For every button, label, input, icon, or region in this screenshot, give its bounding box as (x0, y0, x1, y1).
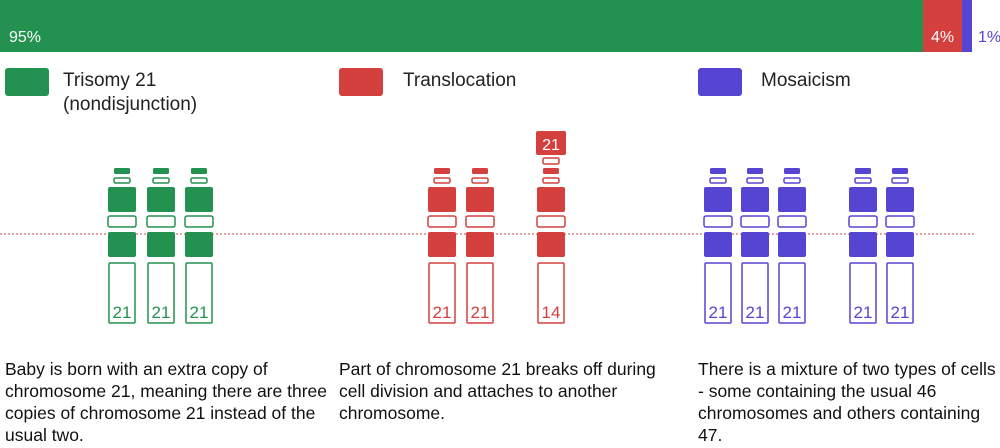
translocation-bar (923, 0, 962, 52)
trisomy-legend-label: Trisomy 21 (nondisjunction) (63, 69, 197, 117)
trisomy-chromosome-1-cap-band (113, 177, 131, 184)
mosaicism-chromosome-1-cap-band (709, 177, 727, 184)
translocation-chromosome-3-block-lower (537, 232, 565, 257)
mosaicism-chromosome-5-arm (886, 262, 914, 324)
translocation-chromosome-1-cap-band (433, 177, 451, 184)
trisomy-bar (0, 0, 923, 52)
translocation-chromosome-3-block-upper (537, 187, 565, 212)
trisomy-chromosome-3-number-label: 21 (190, 303, 209, 322)
translocation-legend-swatch (339, 68, 383, 96)
trisomy-chromosome-2-block-upper (147, 187, 175, 212)
translocation-attached-piece (536, 131, 566, 155)
trisomy-chromosome-1-block-upper (108, 187, 136, 212)
trisomy-chromosome-2-cap-band (152, 177, 170, 184)
translocation-chromosome-2-block-upper (466, 187, 494, 212)
mosaicism-chromosome-2-block-lower (741, 232, 769, 257)
mosaicism-percent-label: 1% (978, 29, 1000, 46)
translocation-chromosome-1-arm (428, 262, 456, 324)
trisomy-chromosome-3-block-upper (185, 187, 213, 212)
trisomy-chromosome-2-cap (153, 168, 169, 174)
mosaicism-chromosome-4-block-lower (849, 232, 877, 257)
mosaicism-chromosome-3-cap (784, 168, 800, 174)
mosaicism-chromosome-3-number-label: 21 (783, 303, 802, 322)
trisomy-chromosome-1-arm (108, 262, 136, 324)
mosaicism-chromosome-4-centromere (848, 215, 878, 228)
trisomy-chromosome-3-cap (191, 168, 207, 174)
translocation-chromosome-1-centromere (427, 215, 457, 228)
trisomy-legend-swatch (5, 68, 49, 96)
translocation-chromosome-3-centromere (536, 215, 566, 228)
translocation-chromosome-3-cap (543, 168, 559, 174)
mosaicism-chromosome-5-cap-band (891, 177, 909, 184)
translocation-percent-label: 4% (931, 29, 955, 46)
trisomy-chromosome-3-block-lower (185, 232, 213, 257)
mosaicism-chromosome-4-cap (855, 168, 871, 174)
mosaicism-chromosome-3-block-upper (778, 187, 806, 212)
translocation-chromosome-1-block-upper (428, 187, 456, 212)
trisomy-chromosome-1-centromere (107, 215, 137, 228)
mosaicism-chromosome-4-cap-band (854, 177, 872, 184)
trisomy-description: Baby is born with an extra copy of chrom… (5, 359, 327, 445)
translocation-chromosome-1-cap (434, 168, 450, 174)
mosaicism-legend-label: Mosaicism (761, 70, 851, 91)
translocation-chromosome-2-number-label: 21 (471, 303, 490, 322)
mosaicism-chromosome-4-number-label: 21 (854, 303, 873, 322)
mosaicism-chromosome-1-arm (704, 262, 732, 324)
translocation-attached-label: 21 (542, 137, 560, 154)
translocation-legend-label: Translocation (403, 70, 517, 91)
trisomy-chromosome-1-block-lower (108, 232, 136, 257)
trisomy-chromosome-2-arm (147, 262, 175, 324)
mosaicism-chromosome-1-number-label: 21 (709, 303, 728, 322)
trisomy-chromosome-2-centromere (146, 215, 176, 228)
translocation-chromosome-2-centromere (465, 215, 495, 228)
trisomy-legend-line2: (nondisjunction) (63, 94, 198, 115)
mosaicism-chromosome-4-arm (849, 262, 877, 324)
translocation-chromosome-1-number-label: 21 (433, 303, 452, 322)
trisomy-chromosome-1-cap (114, 168, 130, 174)
mosaicism-chromosome-2-block-upper (741, 187, 769, 212)
mosaicism-bar (962, 0, 972, 52)
trisomy-chromosome-2-block-lower (147, 232, 175, 257)
translocation-attached-band (542, 157, 560, 165)
mosaicism-chromosome-4-block-upper (849, 187, 877, 212)
trisomy-chromosome-3-arm (185, 262, 213, 324)
trisomy-chromosome-2-number-label: 21 (152, 303, 171, 322)
translocation-description: Part of chromosome 21 breaks off during … (339, 359, 656, 423)
translocation-chromosome-3-number-label: 14 (542, 303, 561, 322)
mosaicism-chromosome-5-number-label: 21 (891, 303, 910, 322)
mosaicism-chromosome-5-cap (892, 168, 908, 174)
mosaicism-chromosome-5-block-upper (886, 187, 914, 212)
mosaicism-chromosome-3-block-lower (778, 232, 806, 257)
translocation-chromosome-2-cap-band (471, 177, 489, 184)
mosaicism-chromosome-5-centromere (885, 215, 915, 228)
mosaicism-description: There is a mixture of two types of cells… (698, 359, 996, 445)
translocation-chromosome-1-block-lower (428, 232, 456, 257)
trisomy-chromosome-3-cap-band (190, 177, 208, 184)
mosaicism-chromosome-1-block-lower (704, 232, 732, 257)
mosaicism-chromosome-2-number-label: 21 (746, 303, 765, 322)
mosaicism-chromosome-2-cap-band (746, 177, 764, 184)
trisomy-chromosome-3-centromere (184, 215, 214, 228)
trisomy-percent-label: 95% (9, 29, 42, 46)
mosaicism-chromosome-1-cap (710, 168, 726, 174)
mosaicism-chromosome-2-cap (747, 168, 763, 174)
mosaicism-chromosome-3-centromere (777, 215, 807, 228)
trisomy-legend-line1: Trisomy 21 (63, 70, 157, 91)
mosaicism-chromosome-1-centromere (703, 215, 733, 228)
trisomy-chromosome-1-number-label: 21 (113, 303, 132, 322)
translocation-chromosome-3-arm (537, 262, 565, 324)
mosaicism-chromosome-2-centromere (740, 215, 770, 228)
mosaicism-chromosome-2-arm (741, 262, 769, 324)
mosaicism-chromosome-5-block-lower (886, 232, 914, 257)
translocation-chromosome-2-block-lower (466, 232, 494, 257)
translocation-chromosome-3-cap-band (542, 177, 560, 184)
translocation-chromosome-2-cap (472, 168, 488, 174)
mosaicism-chromosome-3-arm (778, 262, 806, 324)
translocation-chromosome-2-arm (466, 262, 494, 324)
mosaicism-legend-swatch (698, 68, 742, 96)
mosaicism-chromosome-1-block-upper (704, 187, 732, 212)
mosaicism-chromosome-3-cap-band (783, 177, 801, 184)
